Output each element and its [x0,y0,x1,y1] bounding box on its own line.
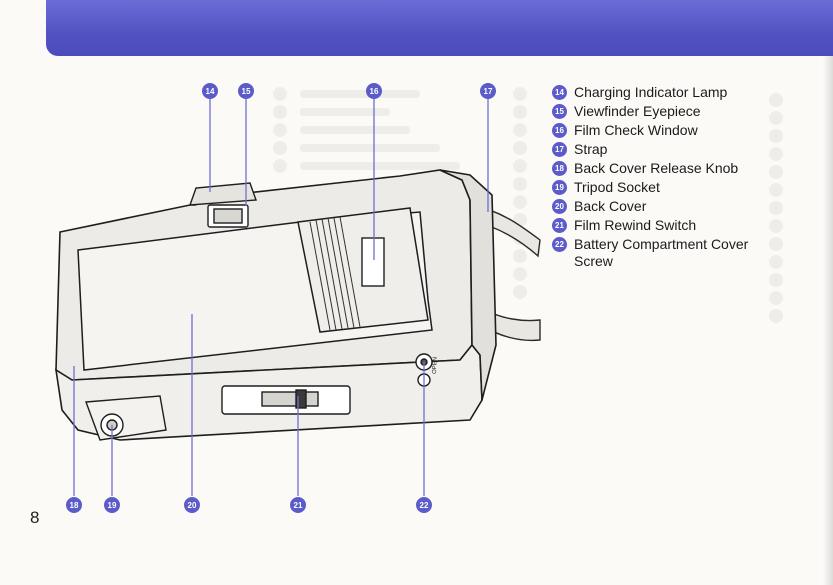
number-badge: 15 [552,104,567,119]
list-item: 22 Battery Compartment Cover Screw [552,236,792,270]
callout-16: 16 [366,83,382,99]
list-item: 14 Charging Indicator Lamp [552,84,792,103]
callout-18: 18 [66,497,82,513]
number-badge: 22 [552,237,567,252]
part-name: Strap [574,141,608,157]
callout-21: 21 [290,497,306,513]
leader-lines [73,99,489,496]
part-name: Back Cover Release Knob [574,160,739,176]
part-name: Charging Indicator Lamp [574,84,728,100]
callout-15: 15 [238,83,254,99]
svg-text:18: 18 [70,501,79,510]
svg-text:22: 22 [420,501,429,510]
bleed-through-ghost [273,87,783,323]
svg-text:14: 14 [206,87,215,96]
svg-text:15: 15 [242,87,251,96]
number-badge: 19 [552,180,567,195]
page-number: 8 [30,508,40,527]
open-label: OPEN [432,357,439,374]
page-edge-shadow [823,56,833,585]
number-badge: 14 [552,85,567,100]
list-item: 15 Viewfinder Eyepiece [552,103,792,122]
callout-14: 14 [202,83,218,99]
callout-badges-top: 14 15 16 17 [202,83,496,99]
list-item: 20 Back Cover [552,198,792,217]
parts-list: 14 Charging Indicator Lamp 15 Viewfinder E… [552,84,792,270]
list-item: 16 Film Check Window [552,122,792,141]
callout-22: 22 [416,497,432,513]
part-name: Film Check Window [574,122,698,138]
part-name: Viewfinder Eyepiece [574,103,701,119]
svg-text:21: 21 [294,501,303,510]
svg-text:16: 16 [370,87,379,96]
svg-text:20: 20 [188,501,197,510]
number-badge: 21 [552,218,567,233]
svg-text:19: 19 [108,501,117,510]
part-name: Battery Compartment Cover Screw [574,236,749,269]
number-badge: 16 [552,123,567,138]
bottom-plate [85,353,433,441]
back-cover-panel [77,207,433,371]
number-badge: 17 [552,142,567,157]
list-item: 17 Strap [552,141,792,160]
callout-20: 20 [184,497,200,513]
part-name: Tripod Socket [574,179,660,195]
viewfinder-housing [188,182,257,228]
list-item: 18 Back Cover Release Knob [552,160,792,179]
part-name: Film Rewind Switch [574,217,697,233]
header-band [46,0,833,56]
list-item: 19 Tripod Socket [552,179,792,198]
list-item: 21 Film Rewind Switch [552,217,792,236]
callout-19: 19 [104,497,120,513]
number-badge: 20 [552,199,567,214]
svg-text:17: 17 [484,87,493,96]
part-name: Back Cover [574,198,647,214]
number-badge: 18 [552,161,567,176]
callout-badges-bottom: 18 19 20 21 22 [66,497,432,513]
callout-17: 17 [480,83,496,99]
